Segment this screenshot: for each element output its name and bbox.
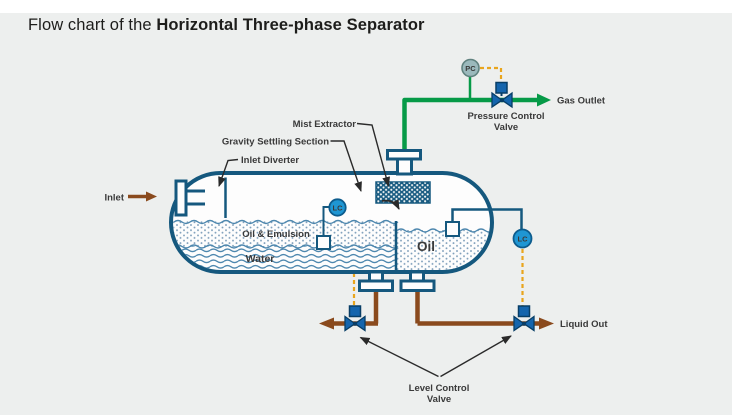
level-control-valve-left-icon <box>344 305 366 332</box>
liquid-out-arrow-icon <box>539 317 554 330</box>
page-title-emphasis: Horizontal Three-phase Separator <box>156 16 425 34</box>
level-controller-right-tag: LC <box>518 234 529 243</box>
level-sensor-right <box>445 221 460 237</box>
level-sensor-left <box>316 235 331 250</box>
oil-emulsion-label: Oil & Emulsion <box>242 229 310 240</box>
mist-extractor-element <box>375 181 431 204</box>
leader-lines <box>218 122 512 378</box>
level-controller-right: LC <box>445 208 533 249</box>
water-label: Water <box>246 253 275 265</box>
top-strip <box>0 0 732 13</box>
inlet-label: Inlet <box>104 193 124 204</box>
oil-emulsion-layer <box>173 221 396 247</box>
water-layer <box>173 246 396 270</box>
inlet-line <box>128 191 157 202</box>
mist-extractor-label: Mist Extractor <box>293 119 357 130</box>
liquid-out-label: Liquid Out <box>560 319 608 330</box>
page-title: Flow chart of the Horizontal Three-phase… <box>28 16 425 35</box>
inlet-arrow-icon <box>146 191 157 202</box>
inlet-diverter-label: Inlet Diverter <box>241 155 299 166</box>
water-nozzle-flange <box>358 279 394 292</box>
level-controller-left-tag: LC <box>333 203 344 212</box>
gas-outlet-label: Gas Outlet <box>557 96 606 107</box>
level-control-valve-right-icon <box>513 305 535 332</box>
gas-flow-curved-arrow-icon <box>381 199 400 210</box>
oil-label: Oil <box>417 239 435 254</box>
page-title-prefix: Flow chart of the <box>28 16 157 34</box>
separator-vessel <box>169 171 494 274</box>
pressure-control-valve-icon <box>491 81 513 109</box>
gas-nozzle-neck <box>396 157 413 176</box>
level-control-valve-label-line1: Level Control <box>409 383 470 394</box>
level-controller-left: LC <box>316 198 347 250</box>
gas-outlet-arrow-icon <box>537 93 551 107</box>
pressure-controller-tag: PC <box>465 64 476 73</box>
water-outlet-arrow-icon <box>319 317 334 330</box>
oil-nozzle-flange <box>399 279 436 292</box>
gravity-settling-section-label: Gravity Settling Section <box>222 137 329 148</box>
level-control-valve-label-line2: Valve <box>427 394 451 405</box>
pressure-control-valve-label-line2: Valve <box>494 122 518 133</box>
gas-nozzle-flange <box>386 149 422 161</box>
pressure-control-valve-label-line1: Pressure Control <box>467 111 544 122</box>
oil-layer <box>396 230 490 270</box>
inlet-flange <box>174 179 205 217</box>
pressure-controller: PC <box>461 58 480 78</box>
vessel-nozzles <box>358 149 436 292</box>
